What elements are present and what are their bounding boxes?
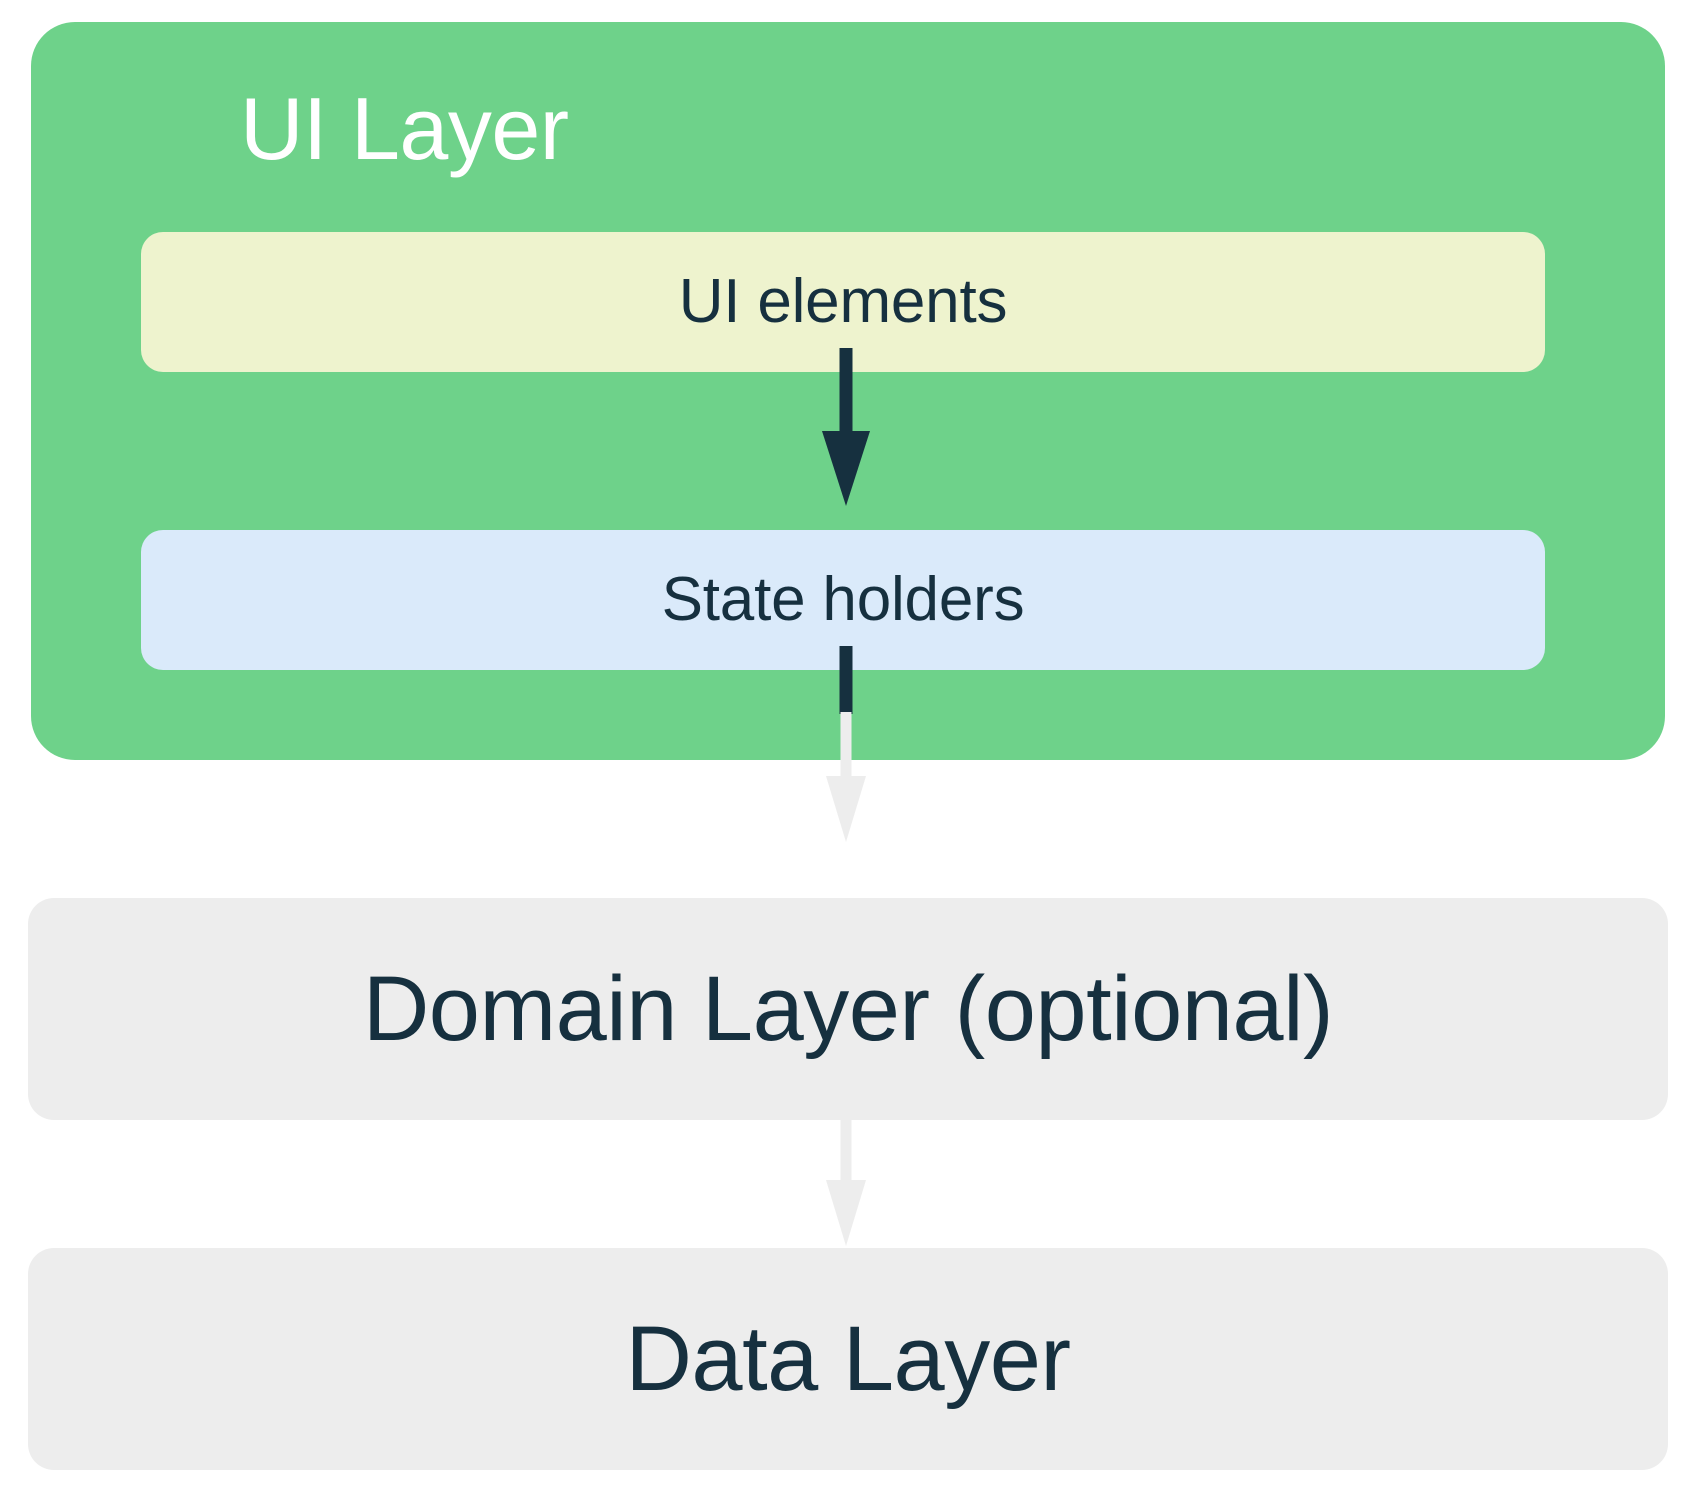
state-holders-box: State holders — [141, 530, 1545, 670]
ui-layer-container: UI Layer UI elements State holders — [31, 22, 1665, 760]
ui-layer-title: UI Layer — [240, 79, 569, 178]
data-layer-box: Data Layer — [28, 1248, 1668, 1470]
ui-elements-label: UI elements — [678, 267, 1008, 336]
domain-layer-label: Domain Layer (optional) — [362, 958, 1334, 1060]
data-layer-label: Data Layer — [625, 1308, 1071, 1410]
ui-elements-box: UI elements — [141, 232, 1545, 372]
state-holders-label: State holders — [661, 565, 1025, 634]
arrow-domain-layer-to-data-layer — [818, 1112, 874, 1252]
domain-layer-box: Domain Layer (optional) — [28, 898, 1668, 1120]
